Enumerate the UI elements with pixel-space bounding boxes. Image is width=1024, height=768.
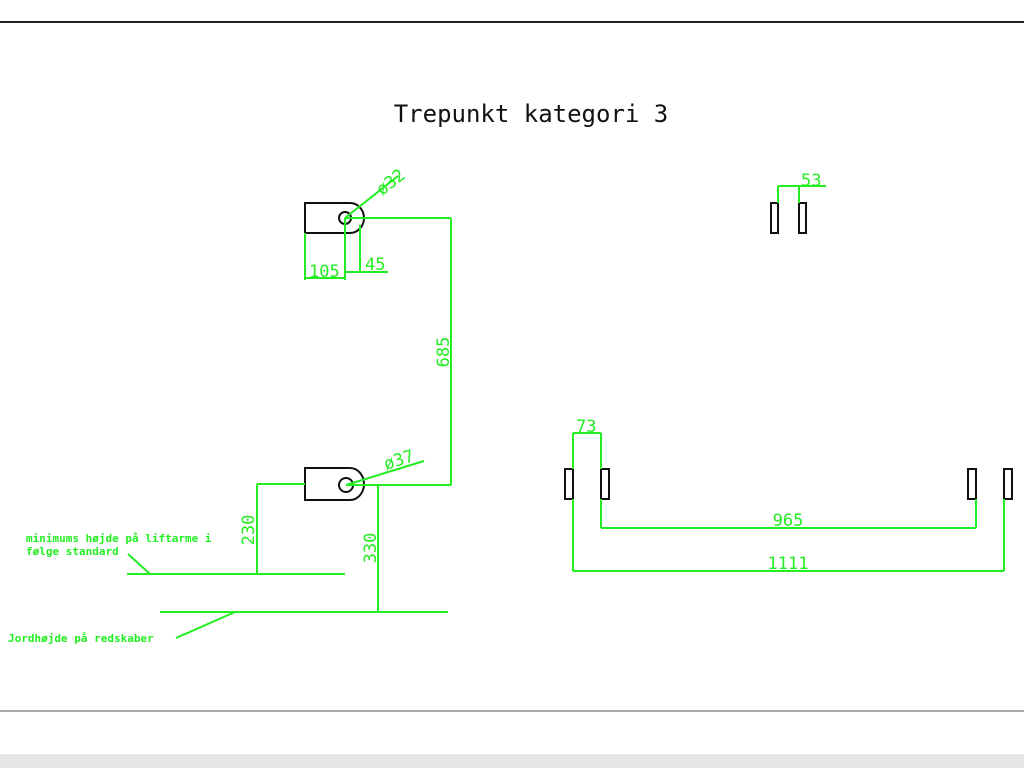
dim-45-label: 45	[365, 255, 385, 275]
lower-plate-4	[1003, 468, 1013, 500]
bottom-bar	[0, 754, 1024, 768]
min-height-note-line2: følge standard	[26, 545, 119, 558]
lower-plate-1	[564, 468, 574, 500]
top-link-plate-right	[798, 202, 807, 234]
top-pin-bracket	[304, 202, 365, 234]
dim-37-label: ø37	[381, 446, 416, 475]
dim-32-label: ø32	[373, 165, 410, 200]
min-height-leader	[127, 553, 151, 575]
ground-height-note: Jordhøjde på redskaber	[8, 632, 154, 645]
front-view: 53 73 965 1111	[564, 171, 1013, 574]
dim-32-leader	[344, 175, 399, 219]
top-link-plate-left	[770, 202, 779, 234]
dim-1111-label: 1111	[768, 554, 809, 574]
ground-leader	[175, 611, 236, 639]
dim-330-label: 330	[361, 533, 381, 564]
dim-965-label: 965	[773, 511, 804, 531]
dim-73-label: 73	[576, 417, 596, 437]
dim-230-label: 230	[239, 515, 259, 546]
min-height-note-line1: minimums højde på liftarme i	[26, 532, 212, 545]
drawing-title: Trepunkt kategori 3	[394, 100, 669, 128]
dim-37-leader	[345, 460, 425, 486]
dim-685-label: 685	[434, 337, 454, 368]
lower-plate-2	[600, 468, 610, 500]
dim-105-label: 105	[309, 262, 340, 282]
dim-53-label: 53	[801, 171, 821, 191]
lower-plate-3	[967, 468, 977, 500]
side-view: ø32 105 45 685 ø37 230 330 minimums højd…	[8, 165, 454, 645]
